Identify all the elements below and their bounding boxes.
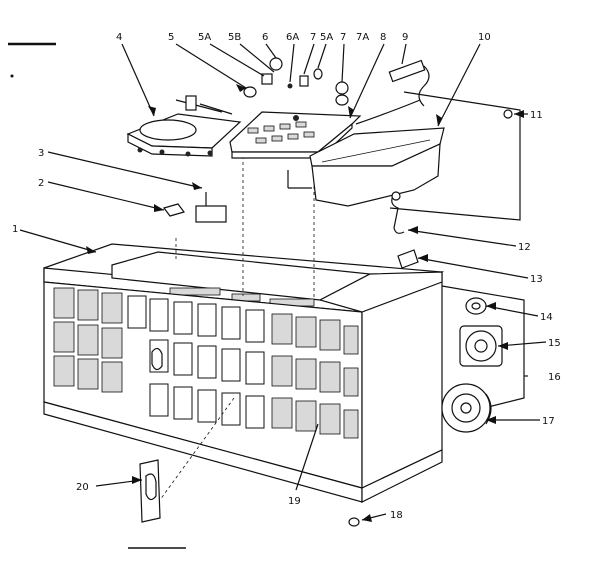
- callout-5a-right: 5A: [320, 32, 333, 43]
- callout-19: 19: [288, 496, 301, 507]
- speaker-17: [441, 383, 492, 433]
- callout-labels: 1 2 3 4 5 5A 5B 6 6A 7 5A 7 7A 8 9 10 11…: [12, 32, 561, 521]
- callout-7-right: 7: [340, 32, 346, 43]
- door-latch: [151, 347, 163, 371]
- callout-14: 14: [540, 312, 553, 323]
- cabinet: [43, 243, 445, 503]
- callout-7a: 7A: [356, 32, 369, 43]
- callout-3: 3: [38, 148, 44, 159]
- callout-5b: 5B: [228, 32, 241, 43]
- callout-20: 20: [76, 482, 89, 493]
- callout-1: 1: [12, 224, 18, 235]
- screw-11: [503, 109, 513, 119]
- callout-11: 11: [530, 110, 543, 121]
- callout-7-left: 7: [310, 32, 316, 43]
- callout-12: 12: [518, 242, 531, 253]
- callout-4: 4: [116, 32, 122, 43]
- part-2-clip: [162, 203, 186, 217]
- latch-plate-20: [139, 459, 161, 523]
- corner-dot-mark: [10, 74, 14, 78]
- front-grille-panels: [53, 287, 359, 439]
- back-panel-edge: [389, 91, 521, 221]
- bracket-12: [391, 191, 405, 234]
- callout-5: 5: [168, 32, 174, 43]
- glide-18: [348, 517, 360, 527]
- callout-2: 2: [38, 178, 44, 189]
- speaker-board-edge: [441, 285, 525, 409]
- callout-17: 17: [542, 416, 555, 427]
- arrowheads: [86, 84, 524, 522]
- callout-15: 15: [548, 338, 561, 349]
- callout-5a-left: 5A: [198, 32, 211, 43]
- part-3-switch: [195, 205, 227, 223]
- callout-10: 10: [478, 32, 491, 43]
- callout-16: 16: [548, 372, 561, 383]
- record-changer: [126, 95, 242, 157]
- power-cord: [355, 59, 430, 125]
- callout-6a: 6A: [286, 32, 299, 43]
- speaker-14: [465, 297, 487, 315]
- callout-13: 13: [530, 274, 543, 285]
- callout-6: 6: [262, 32, 268, 43]
- callout-8: 8: [380, 32, 386, 43]
- speaker-15: [459, 325, 503, 367]
- knobs: [243, 57, 349, 106]
- bracket-13: [397, 249, 419, 269]
- callout-18: 18: [390, 510, 403, 521]
- callout-9: 9: [402, 32, 408, 43]
- storage-tray: [309, 127, 445, 207]
